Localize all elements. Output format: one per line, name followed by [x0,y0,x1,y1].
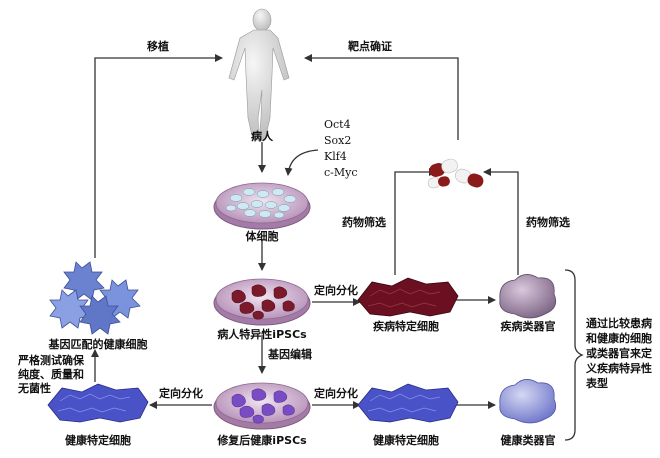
factor-klf4: Klf4 [324,150,347,163]
comparison-line-1: 通过比较患病 [586,316,652,330]
drug-screen-right-label: 药物筛选 [526,215,570,229]
disease-cell-sheet-icon [357,277,459,317]
factor-cmyc: c-Myc [324,166,358,179]
disease-organoid-label: 疾病类器官 [501,319,556,333]
transplant-label: 移植 [147,39,169,53]
disease-organoid-icon [499,274,557,319]
matched-cells-label: 基因匹配的健康细胞 [48,337,148,351]
comparison-bracket [564,269,584,441]
comparison-note: 通过比较患病 和健康的细胞 或类器官来定 义疾病特异性 表型 [585,316,652,390]
testing-line-1: 严格测试确保 [17,353,85,367]
testing-line-3: 无菌性 [17,381,51,395]
comparison-line-3: 或类器官来定 [586,346,652,360]
healthy-cell-sheet-mid-icon [357,383,459,423]
directed-diff-bottom-label: 定向分化 [314,386,358,400]
repaired-ipscs-label: 修复后健康iPSCs [216,433,307,447]
testing-line-2: 纯度、质量和 [18,367,84,381]
repaired-ipsc-dish-icon [213,382,311,430]
patient-ipsc-dish-icon [213,278,311,326]
directed-diff-left-label: 定向分化 [159,386,203,400]
factor-list: Oct4 Sox2 Klf4 c-Myc [324,118,358,179]
factor-sox2: Sox2 [324,134,351,147]
healthy-organoid-label: 健康类器官 [501,433,556,447]
drug-pills-icon [427,158,484,189]
factor-oct4: Oct4 [324,118,351,131]
human-figure-icon [228,8,290,141]
disease-cells-label: 疾病特定细胞 [373,319,439,333]
flow-arrows [91,54,519,409]
transplant-arrow [94,54,223,258]
factors-arrow [284,149,319,176]
comparison-line-5: 表型 [585,376,608,390]
matched-cells-icon [49,261,141,335]
testing-note: 严格测试确保 纯度、质量和 无菌性 [17,353,85,395]
comparison-line-2: 和健康的细胞 [586,331,652,345]
healthy-cells-left-label: 健康特定细胞 [65,433,131,447]
drug-screen-right-arrow [483,168,519,275]
patient-ipscs-label: 病人特异性iPSCs [217,327,307,341]
gene-editing-label: 基因编辑 [267,347,312,361]
drug-screen-left-arrow [394,168,437,275]
somatic-cell-dish-icon [213,182,311,230]
target-validation-arrow [304,54,459,140]
somatic-cells-label: 体细胞 [246,229,279,243]
comparison-line-4: 义疾病特异性 [586,361,652,375]
healthy-organoid-icon [499,379,557,424]
drug-screen-left-label: 药物筛选 [342,215,386,229]
directed-diff-top-label: 定向分化 [314,283,358,297]
healthy-cells-mid-label: 健康特定细胞 [373,433,439,447]
patient-label: 病人 [251,129,274,143]
target-validation-label: 靶点确证 [348,39,392,53]
healthy-cell-sheet-left-icon [47,383,149,423]
